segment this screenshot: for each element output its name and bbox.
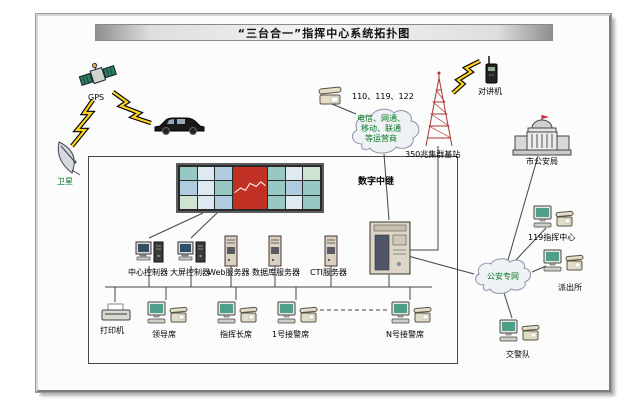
seatN-label: N号接警席	[386, 330, 424, 339]
video-wall-cell	[180, 181, 197, 195]
city-psb-node	[512, 114, 572, 160]
page-title: “三台合一”指挥中心系统拓扑图	[95, 24, 553, 41]
city-psb-label: 市公安局	[526, 157, 558, 166]
workstation-icon	[543, 249, 584, 272]
gps-node	[78, 60, 118, 96]
center119-label: 119指挥中心	[528, 233, 576, 242]
workstation-icon	[277, 301, 318, 324]
center-controller-label: 中心控制器	[128, 268, 168, 277]
trunk-server-node	[368, 220, 412, 280]
satellite-dish-icon	[57, 141, 81, 176]
web-server-label: Web服务器	[208, 268, 250, 277]
commander-seat-label: 指挥长席	[220, 330, 252, 339]
video-wall-cell	[303, 167, 320, 181]
workstation-icon	[217, 301, 258, 324]
gps-label: GPS	[88, 93, 105, 102]
printer-label: 打印机	[100, 326, 124, 335]
video-wall-cell	[197, 167, 215, 181]
controller-pc-icon	[135, 241, 164, 263]
leader-seat-label: 领导席	[152, 330, 176, 339]
satellite-label: 卫星	[57, 177, 73, 186]
video-wall-cell	[215, 181, 232, 195]
center-controller-node	[134, 238, 166, 270]
leader-seat-node	[146, 300, 188, 332]
telecom-label-3: 等运营商	[365, 134, 397, 143]
workstation-icon	[533, 205, 574, 228]
psn-cloud-node	[470, 256, 536, 300]
workstation-icon	[499, 319, 540, 342]
screen-controller-label: 大屏控制器	[170, 268, 210, 277]
tower-server-icon	[268, 235, 282, 267]
tower-server-icon	[224, 235, 238, 267]
video-wall-cell	[180, 195, 197, 209]
patrol-car-node	[152, 112, 206, 142]
traffic-police-label: 交警队	[506, 350, 530, 359]
screen-controller-node	[176, 238, 208, 270]
psn-label: 公安专网	[487, 272, 519, 281]
wall-graph-icon	[234, 181, 266, 194]
video-wall-cell	[285, 167, 303, 181]
commander-seat-node	[216, 300, 258, 332]
video-wall-cell	[215, 195, 232, 209]
video-wall	[176, 163, 324, 213]
video-wall-cell	[197, 181, 215, 195]
cti-server-node	[322, 234, 340, 272]
digital-trunk-label: 数字中继	[358, 177, 395, 187]
walkie-talkie-node	[484, 55, 500, 89]
db-server-label: 数据库服务器	[252, 268, 300, 277]
car-icon	[154, 117, 205, 135]
video-wall-cell	[180, 167, 197, 181]
server-cabinet-icon	[369, 221, 411, 275]
video-wall-cell	[268, 181, 285, 195]
video-wall-cell	[197, 195, 215, 209]
video-wall-cell	[215, 167, 232, 181]
video-wall-main-screen	[232, 167, 268, 209]
walkie-label: 对讲机	[478, 87, 502, 96]
printer-node	[100, 302, 132, 328]
police-station-node	[542, 248, 584, 280]
telecom-cloud-icon	[351, 108, 420, 154]
seat1-label: 1号接警席	[272, 330, 310, 339]
video-wall-cell	[268, 195, 285, 209]
traffic-police-node	[498, 318, 540, 350]
web-server-node	[222, 234, 240, 272]
video-wall-cell	[285, 181, 303, 195]
psn-cloud-icon	[475, 258, 531, 294]
base-station-label: 350兆集群基站	[405, 150, 461, 159]
tower-server-icon	[324, 235, 338, 267]
controller-pc-icon	[177, 241, 206, 263]
radio-tower-node	[420, 70, 458, 152]
printer-icon	[101, 303, 131, 321]
antenna-tower-icon	[425, 71, 453, 147]
seatN-node	[390, 300, 432, 332]
gps-satellite-icon	[78, 62, 117, 86]
cti-server-label: CTI服务器	[310, 268, 347, 277]
police-station-label: 派出所	[558, 283, 582, 292]
emergency-phone-node	[318, 86, 342, 110]
workstation-icon	[147, 301, 188, 324]
db-server-node	[266, 234, 284, 272]
video-wall-cell	[268, 167, 285, 181]
video-wall-cell	[285, 195, 303, 209]
telecom-label-2: 移动、联通	[361, 124, 401, 133]
video-wall-cell	[303, 195, 320, 209]
emergency-numbers-label: 110、119、122	[352, 92, 414, 101]
satellite-dish-node	[52, 140, 86, 180]
seat1-node	[276, 300, 318, 332]
workstation-icon	[391, 301, 432, 324]
center119-node	[532, 204, 574, 236]
government-building-icon	[512, 115, 572, 156]
video-wall-cell	[303, 181, 320, 195]
walkie-talkie-icon	[485, 56, 498, 84]
telecom-label-1: 电信、网通、	[357, 114, 405, 123]
telephone-icon	[318, 86, 342, 105]
telecom-cloud-node	[346, 104, 422, 162]
